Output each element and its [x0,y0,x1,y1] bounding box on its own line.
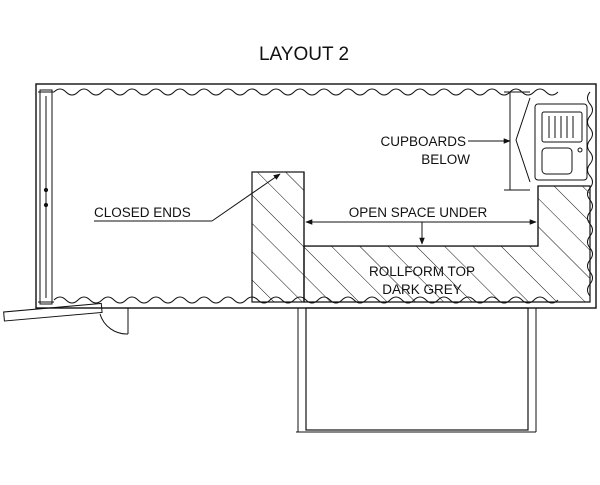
page-title: LAYOUT 2 [259,44,349,65]
cupboards-label-line2: BELOW [421,152,470,167]
rollform-label: ROLLFORM TOP [369,264,475,279]
external-platform [296,307,537,433]
closed-ends-leader [211,173,281,222]
annotations: CUPBOARDS BELOW CLOSED ENDS OPEN SPACE U… [94,134,537,297]
rollform-label-line2: DARK GREY [382,282,462,297]
open-space-label: OPEN SPACE UNDER [349,205,488,220]
cupboards-label: CUPBOARDS [380,134,466,149]
end-doors [38,89,54,305]
closed-ends-label: CLOSED ENDS [94,205,191,220]
door-icon [3,302,129,335]
sink-icon [534,103,588,181]
closed-end-panel [251,171,305,303]
